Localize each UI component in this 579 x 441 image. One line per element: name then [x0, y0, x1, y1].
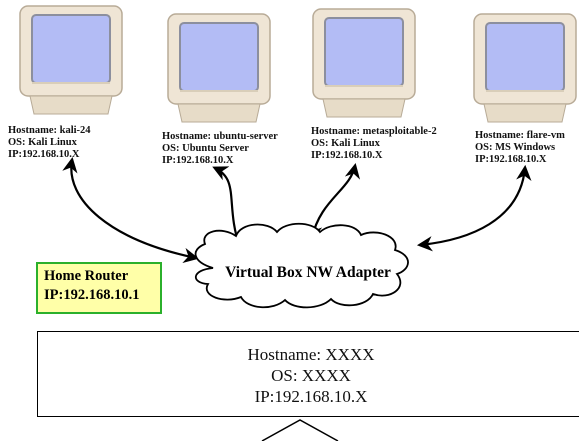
router-title: Home Router: [44, 268, 129, 284]
machine-ip: IP:192.168.10.X: [8, 149, 80, 160]
machine-label-flare-vm: Hostname: flare-vm OS: MS Windows IP:192…: [475, 130, 565, 166]
monitor-icon-ubuntu-server: [164, 10, 274, 124]
network-cloud: [194, 222, 409, 309]
link-flare-vm: [416, 164, 532, 252]
router-ip: IP:192.168.10.1: [44, 287, 140, 303]
machine-label-ubuntu-server: Hostname: ubuntu-server OS: Ubuntu Serve…: [162, 131, 278, 167]
machine-os: OS: MS Windows: [475, 142, 556, 153]
machine-os: OS: Kali Linux: [8, 137, 77, 148]
machine-ip: IP:192.168.10.X: [162, 155, 234, 166]
machine-ip: IP:192.168.10.X: [311, 150, 383, 161]
machine-os: OS: Kali Linux: [311, 138, 380, 149]
monitor-icon-metasploitable-2: [309, 5, 419, 119]
host-ip: IP:192.168.10.X: [254, 387, 368, 406]
cloud-label: Virtual Box NW Adapter: [225, 264, 391, 281]
machine-os: OS: Ubuntu Server: [162, 143, 249, 154]
link-kali-24: [62, 156, 200, 264]
host-hostname: Hostname: XXXX: [247, 345, 375, 364]
machine-hostname: Hostname: metasploitable-2: [311, 126, 437, 137]
bottom-triangle: [261, 419, 339, 441]
machine-hostname: Hostname: flare-vm: [475, 130, 565, 141]
host-machine-box: Hostname: XXXX OS: XXXX IP:192.168.10.X: [37, 331, 579, 417]
monitor-icon-kali-24: [16, 2, 126, 116]
machine-label-kali-24: Hostname: kali-24 OS: Kali Linux IP:192.…: [8, 125, 91, 161]
machine-hostname: Hostname: kali-24: [8, 125, 91, 136]
machine-label-metasploitable-2: Hostname: metasploitable-2 OS: Kali Linu…: [311, 126, 437, 162]
machine-hostname: Hostname: ubuntu-server: [162, 131, 278, 142]
machine-ip: IP:192.168.10.X: [475, 154, 547, 165]
home-router-box: Home Router IP:192.168.10.1: [36, 262, 162, 314]
monitor-icon-flare-vm: [470, 10, 579, 124]
host-os: OS: XXXX: [271, 366, 351, 385]
